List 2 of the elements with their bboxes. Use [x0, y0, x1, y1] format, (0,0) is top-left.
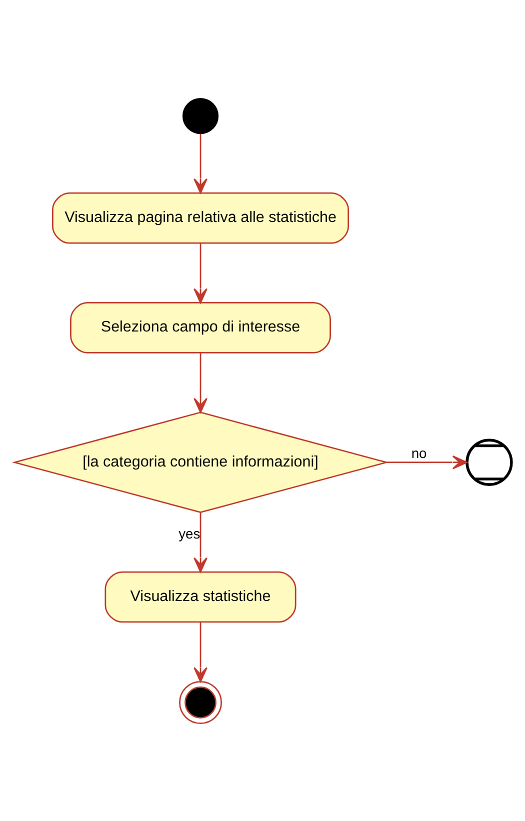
edge-label: no [410, 444, 426, 461]
edge-label: yes [178, 524, 200, 541]
